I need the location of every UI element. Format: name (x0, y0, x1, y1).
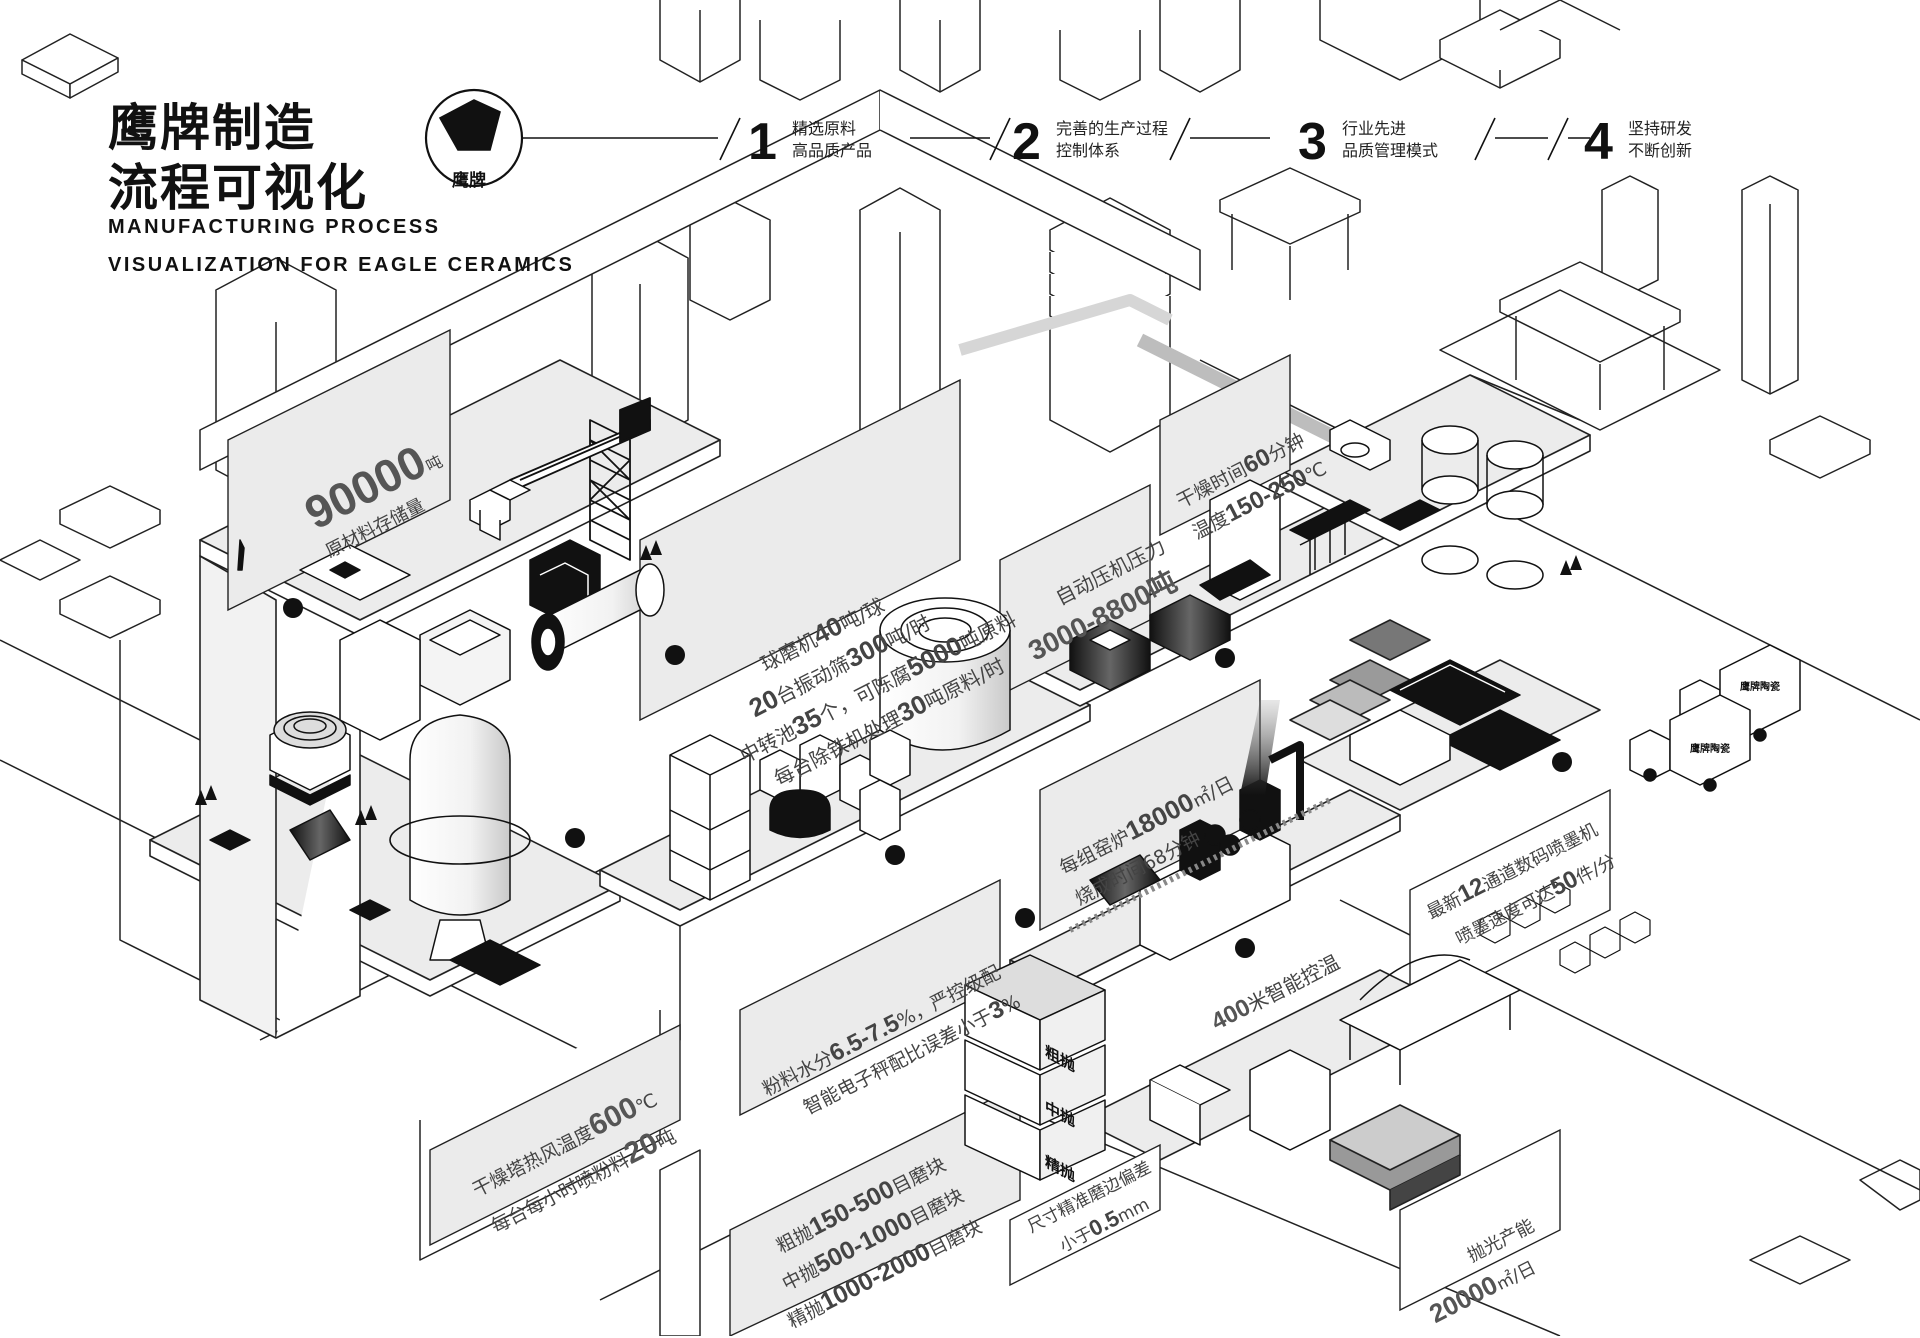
polish-boxes-icon (964, 954, 1106, 1181)
logo-text: 鹰牌 (452, 171, 486, 191)
process-marker (283, 598, 1572, 958)
edging-machine-icon (1149, 1064, 1231, 1106)
brick-stack-icon (469, 479, 531, 541)
person-icon (237, 539, 245, 571)
spray-dryer-icon (389, 714, 541, 986)
step-number: 1 (748, 113, 777, 171)
warehouse-icon (1339, 954, 1521, 1085)
truck-icon (1629, 644, 1801, 792)
title-line2: 流程可视化 (108, 159, 368, 217)
press-machine-icon (1069, 594, 1231, 691)
panel-polish (729, 1083, 1021, 1336)
header-timeline (424, 88, 1590, 188)
title-line1: 鹰牌制造 (108, 99, 316, 157)
subtitle-line2: VISUALIZATION FOR EAGLE CERAMICS (108, 254, 575, 276)
subtitle-line1: MANUFACTURING PROCESS (108, 216, 441, 238)
panel-edge (1009, 1143, 1161, 1287)
silo-icon (879, 597, 1011, 751)
truck-label-1: 鹰牌陶瓷 (1740, 682, 1780, 693)
step-line1: 行业先进 (1342, 119, 1407, 138)
step-line2: 控制体系 (1056, 141, 1121, 160)
magnet-unit-icon (269, 711, 351, 806)
glaze-line-icon (1289, 499, 1371, 541)
kiln-icon (1089, 700, 1304, 961)
step-line2: 品质管理模式 (1342, 141, 1439, 160)
panel-inkjet (1409, 788, 1611, 1012)
step-number: 4 (1584, 113, 1613, 171)
panel-ballmill (639, 378, 961, 722)
panel-spray (429, 1023, 681, 1247)
step-line1: 精选原料 (792, 119, 857, 138)
panel-drying (1159, 353, 1291, 537)
step-line2: 高品质产品 (792, 141, 873, 160)
panel-storage (227, 328, 451, 612)
truck-label-2: 鹰牌陶瓷 (1690, 744, 1730, 755)
step-number: 2 (1012, 113, 1041, 171)
panel-capacity (1399, 1128, 1561, 1312)
step-number: 3 (1298, 113, 1327, 171)
inkjet-printer-icon (1349, 659, 1561, 786)
step-line1: 完善的生产过程 (1056, 119, 1169, 138)
info-panels (227, 328, 1611, 1336)
ring-roller-icon (769, 789, 831, 839)
machinery (195, 397, 1801, 1181)
ring-silos-icon (1421, 425, 1544, 590)
roller-icon (289, 809, 351, 861)
batching-towers-icon (759, 729, 911, 841)
step-line2: 不断创新 (1628, 141, 1693, 160)
crane-icon (509, 397, 651, 561)
step-line1: 坚持研发 (1628, 119, 1693, 138)
tree-icon (195, 540, 1582, 825)
small-sheds-icon (1479, 881, 1651, 974)
ball-mill-icon (531, 563, 665, 671)
